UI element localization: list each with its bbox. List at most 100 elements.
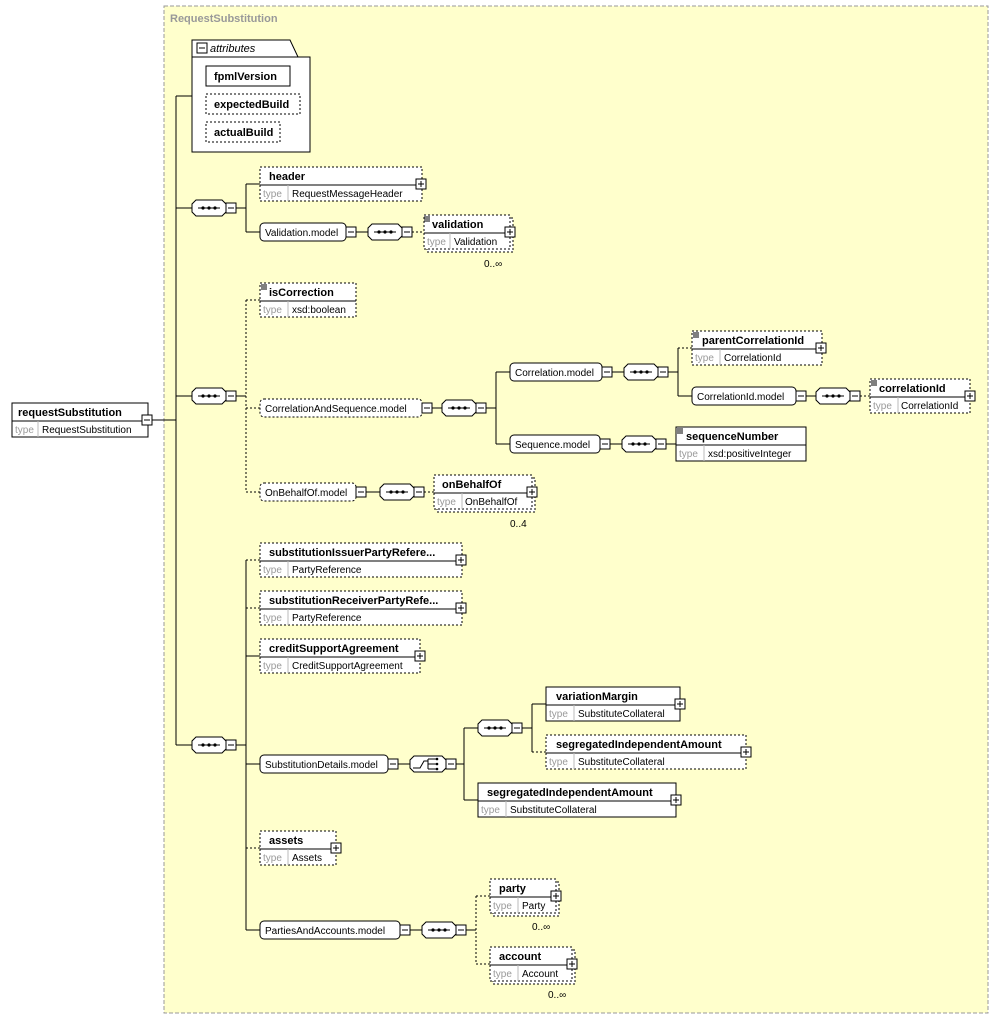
element-correlationid[interactable]: correlationId type CorrelationId [869,378,976,414]
root-element-type: RequestSubstitution [42,425,132,436]
element-segoptional-type: SubstituteCollateral [578,757,665,768]
element-variation-margin[interactable]: variationMargin type SubstituteCollatera… [545,686,686,722]
element-onbehalfof[interactable]: onBehalfOf type OnBehalfOf [433,474,538,513]
element-account[interactable]: account type Account [489,946,578,985]
occurrence-party: 0..∞ [532,922,550,933]
element-header-type-prefix: type [263,189,282,200]
element-issuer-name: substitutionIssuerPartyRefere... [269,547,435,559]
element-correlationid-type: CorrelationId [901,401,958,412]
element-correlationid-name: correlationId [879,383,946,395]
element-assets[interactable]: assets type Assets [259,830,342,866]
sequence-compositor-validation[interactable] [367,223,413,241]
element-segrequired-type: SubstituteCollateral [510,805,597,816]
group-sequence-model[interactable]: Sequence.model [509,434,611,454]
group-partiesandaccounts-model-label: PartiesAndAccounts.model [265,926,385,937]
element-sequencenumber[interactable]: sequenceNumber type xsd:positiveInteger [675,426,807,462]
group-validation-model-label: Validation.model [265,228,338,239]
group-correlationandsequence-model-label: CorrelationAndSequence.model [265,404,407,415]
sequence-compositor-sequence[interactable] [621,435,667,453]
root-collapse-icon[interactable] [141,414,153,426]
attribute-actualbuild[interactable] [205,121,281,143]
complex-type-label: RequestSubstitution [170,13,278,25]
group-correlationandsequence-model[interactable]: CorrelationAndSequence.model [259,398,433,418]
element-account-type: Account [522,969,558,980]
occurrence-onbehalfof: 0..4 [510,519,527,530]
element-iscorrection-type: xsd:boolean [292,305,346,316]
sequence-compositor-1[interactable] [191,199,237,217]
group-partiesandaccounts-model[interactable]: PartiesAndAccounts.model [259,920,411,940]
element-csa-type-prefix: type [263,661,282,672]
attribute-fpmlversion-label: fpmlVersion [214,71,277,83]
group-substitutiondetails-model[interactable]: SubstitutionDetails.model [259,754,399,774]
root-element-name: requestSubstitution [18,407,122,419]
element-issuer-type: PartyReference [292,565,362,576]
element-segrequired-name: segregatedIndependentAmount [487,787,653,799]
group-substitutiondetails-model-label: SubstitutionDetails.model [265,760,378,771]
element-account-type-prefix: type [493,969,512,980]
sequence-compositor-correlation[interactable] [623,363,669,381]
element-segregated-independent-amount-optional[interactable]: segregatedIndependentAmount type Substit… [545,734,752,770]
group-validation-model[interactable]: Validation.model [259,222,357,242]
element-substitution-issuer-party-reference[interactable]: substitutionIssuerPartyRefere... type Pa… [259,542,467,578]
element-header[interactable]: header type RequestMessageHeader [259,166,427,202]
group-onbehalfof-model-label: OnBehalfOf.model [265,488,347,499]
occurrence-validation: 0..∞ [484,259,502,270]
element-account-name: account [499,951,542,963]
sequence-compositor-correlationandsequence[interactable] [441,399,487,417]
element-onbehalfof-type: OnBehalfOf [465,497,517,508]
element-party[interactable]: party type Party [489,878,562,917]
element-correlationid-type-prefix: type [873,401,892,412]
attributes-collapse-icon[interactable] [196,42,208,54]
sequence-compositor-parties[interactable] [421,921,467,939]
element-receiver-type-prefix: type [263,613,282,624]
attribute-expectedbuild[interactable] [205,93,301,115]
element-segoptional-name: segregatedIndependentAmount [556,739,722,751]
element-header-name: header [269,171,306,183]
element-parentcorrelationid-type-prefix: type [695,353,714,364]
choice-compositor[interactable] [409,755,457,773]
element-parentcorrelationid-type: CorrelationId [724,353,781,364]
attributes-label: attributes [210,43,256,55]
element-issuer-type-prefix: type [263,565,282,576]
element-parentcorrelationid-name: parentCorrelationId [702,335,804,347]
root-element[interactable]: requestSubstitution type RequestSubstitu… [11,402,149,438]
element-substitution-receiver-party-reference[interactable]: substitutionReceiverPartyRefe... type Pa… [259,590,467,626]
documentation-icon [693,332,699,338]
sequence-compositor-3[interactable] [191,736,237,754]
sequence-compositor-correlationid[interactable] [815,387,861,405]
group-correlation-model[interactable]: Correlation.model [509,362,613,382]
element-validation-name: validation [432,219,484,231]
sequence-compositor-onbehalfof[interactable] [379,483,425,501]
root-type-prefix: type [15,425,34,436]
element-parentcorrelationid[interactable]: parentCorrelationId type CorrelationId [691,330,827,366]
sequence-compositor-substitution[interactable] [477,719,523,737]
attribute-fpmlversion[interactable] [205,65,291,87]
element-segregated-independent-amount[interactable]: segregatedIndependentAmount type Substit… [477,782,682,818]
group-correlationid-model-label: CorrelationId.model [697,392,784,403]
element-sequencenumber-name: sequenceNumber [686,431,779,443]
documentation-icon [261,284,267,290]
element-receiver-name: substitutionReceiverPartyRefe... [269,595,438,607]
sequence-compositor-2[interactable] [191,387,237,405]
element-csa-name: creditSupportAgreement [269,643,399,655]
element-receiver-type: PartyReference [292,613,362,624]
documentation-icon [677,428,683,434]
element-party-type: Party [522,901,545,912]
element-variationmargin-type: SubstituteCollateral [578,709,665,720]
element-assets-type: Assets [292,853,322,864]
element-iscorrection-name: isCorrection [269,287,334,299]
group-correlationid-model[interactable]: CorrelationId.model [691,386,807,406]
attribute-expectedbuild-label: expectedBuild [214,99,289,111]
element-variationmargin-type-prefix: type [549,709,568,720]
documentation-icon [424,216,430,222]
element-onbehalfof-name: onBehalfOf [442,479,502,491]
group-onbehalfof-model[interactable]: OnBehalfOf.model [259,482,367,502]
element-credit-support-agreement[interactable]: creditSupportAgreement type CreditSuppor… [259,638,426,674]
element-sequencenumber-type: xsd:positiveInteger [708,449,792,460]
connector-lines [152,95,870,965]
element-csa-type: CreditSupportAgreement [292,661,403,672]
element-iscorrection[interactable]: isCorrection type xsd:boolean [259,282,357,318]
element-party-type-prefix: type [493,901,512,912]
element-validation[interactable]: validation type Validation [423,214,516,253]
